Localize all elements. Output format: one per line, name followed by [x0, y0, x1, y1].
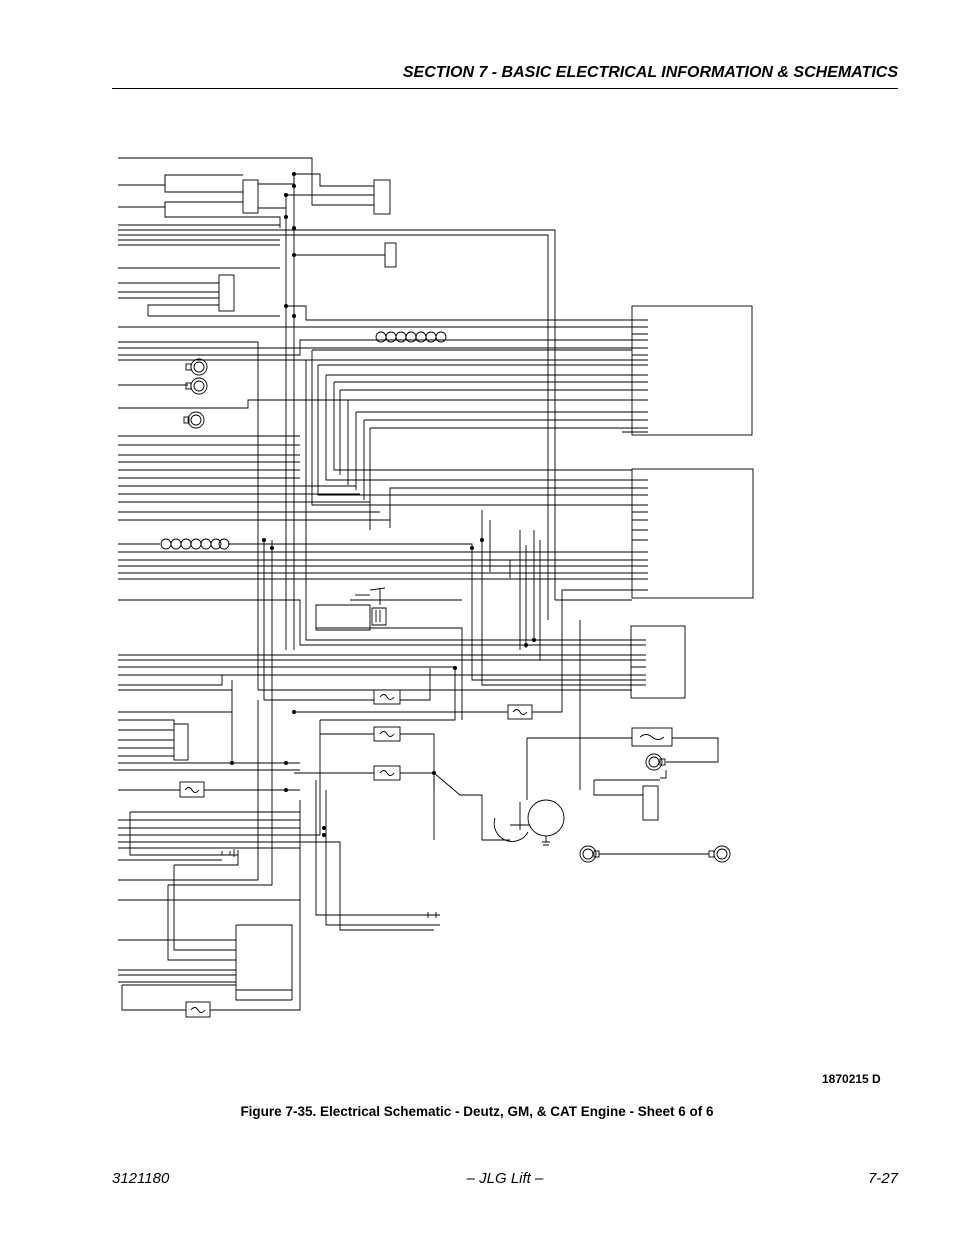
figure-caption: Figure 7-35. Electrical Schematic - Deut…	[240, 1104, 714, 1119]
motor-symbol	[527, 799, 565, 837]
control-module-lower	[630, 625, 686, 699]
connector-block-2	[373, 179, 391, 215]
control-module-top	[631, 305, 753, 436]
fuse-2	[373, 726, 401, 742]
connector-block-3	[384, 242, 397, 268]
coil-middle	[160, 538, 230, 550]
sensor-6	[708, 845, 731, 863]
control-module-middle	[631, 468, 754, 599]
sensor-4	[645, 753, 666, 771]
fuse-6	[631, 727, 673, 747]
header-divider	[112, 88, 898, 89]
coil-top	[375, 331, 447, 343]
sensor-3	[183, 411, 205, 429]
fuse-7	[185, 1001, 211, 1018]
sensor-5	[579, 845, 600, 863]
fuse-1	[373, 689, 401, 705]
sensor-2	[185, 377, 208, 395]
connector-block-1	[242, 179, 259, 214]
footer-center-text: – JLG Lift –	[466, 1170, 544, 1187]
fuse-4	[507, 704, 533, 720]
fuse-5	[179, 781, 205, 798]
footer-page-number: 7-27	[867, 1170, 898, 1187]
fuse-3	[373, 765, 401, 781]
footer-doc-number: 3121180	[112, 1170, 170, 1187]
connector-block-4	[218, 274, 235, 312]
connector-bottom	[173, 723, 189, 761]
page-header-title: SECTION 7 - BASIC ELECTRICAL INFORMATION…	[402, 64, 898, 81]
drawing-number: 1870215 D	[822, 1072, 881, 1086]
relay-block	[642, 785, 659, 821]
sensor-1	[185, 358, 208, 376]
